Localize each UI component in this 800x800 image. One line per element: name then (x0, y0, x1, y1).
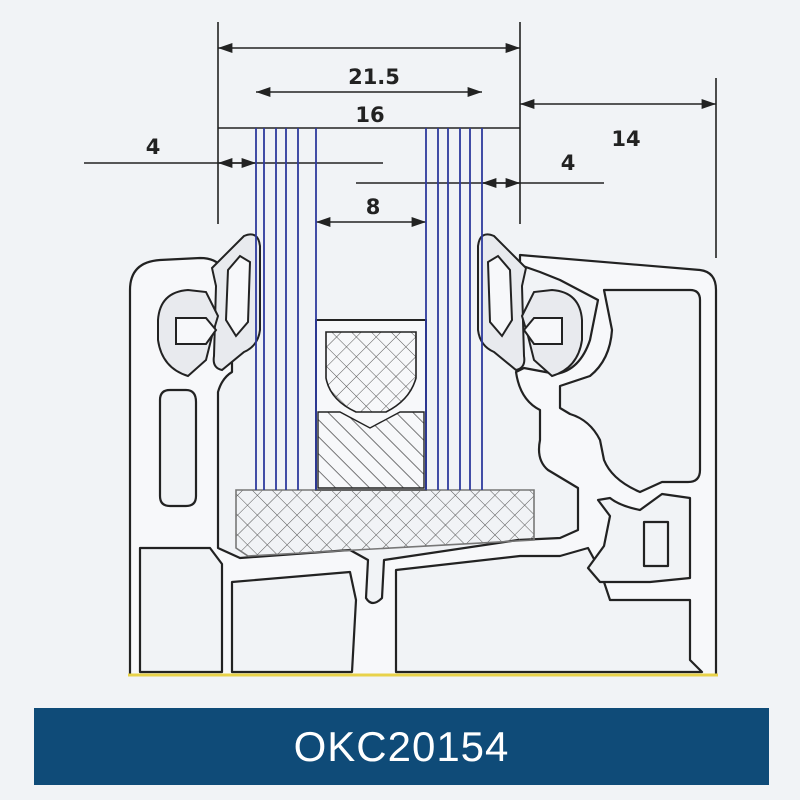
right-glazing-gasket (477, 233, 583, 378)
dimension-frame-depth-label: 14 (611, 127, 640, 151)
frame-profile (128, 253, 718, 677)
extension-lines (217, 22, 717, 258)
profile-code-banner: OKC20154 (34, 708, 769, 785)
window-profile-cross-section: 21.5 16 14 4 4 8 (84, 22, 718, 677)
setting-block (235, 489, 535, 557)
dimension-left-offset-label: 4 (146, 135, 161, 159)
glass-spacer (315, 319, 427, 491)
left-glazing-gasket (157, 233, 261, 378)
dimension-right-offset-label: 4 (561, 151, 576, 175)
dimension-glass-pack-label: 21.5 (348, 65, 400, 89)
profile-code-label: OKC20154 (293, 722, 510, 770)
dimension-spacer-label: 8 (366, 195, 381, 219)
dimension-glass-gap-label: 16 (355, 103, 384, 127)
glass-panes (255, 128, 483, 490)
